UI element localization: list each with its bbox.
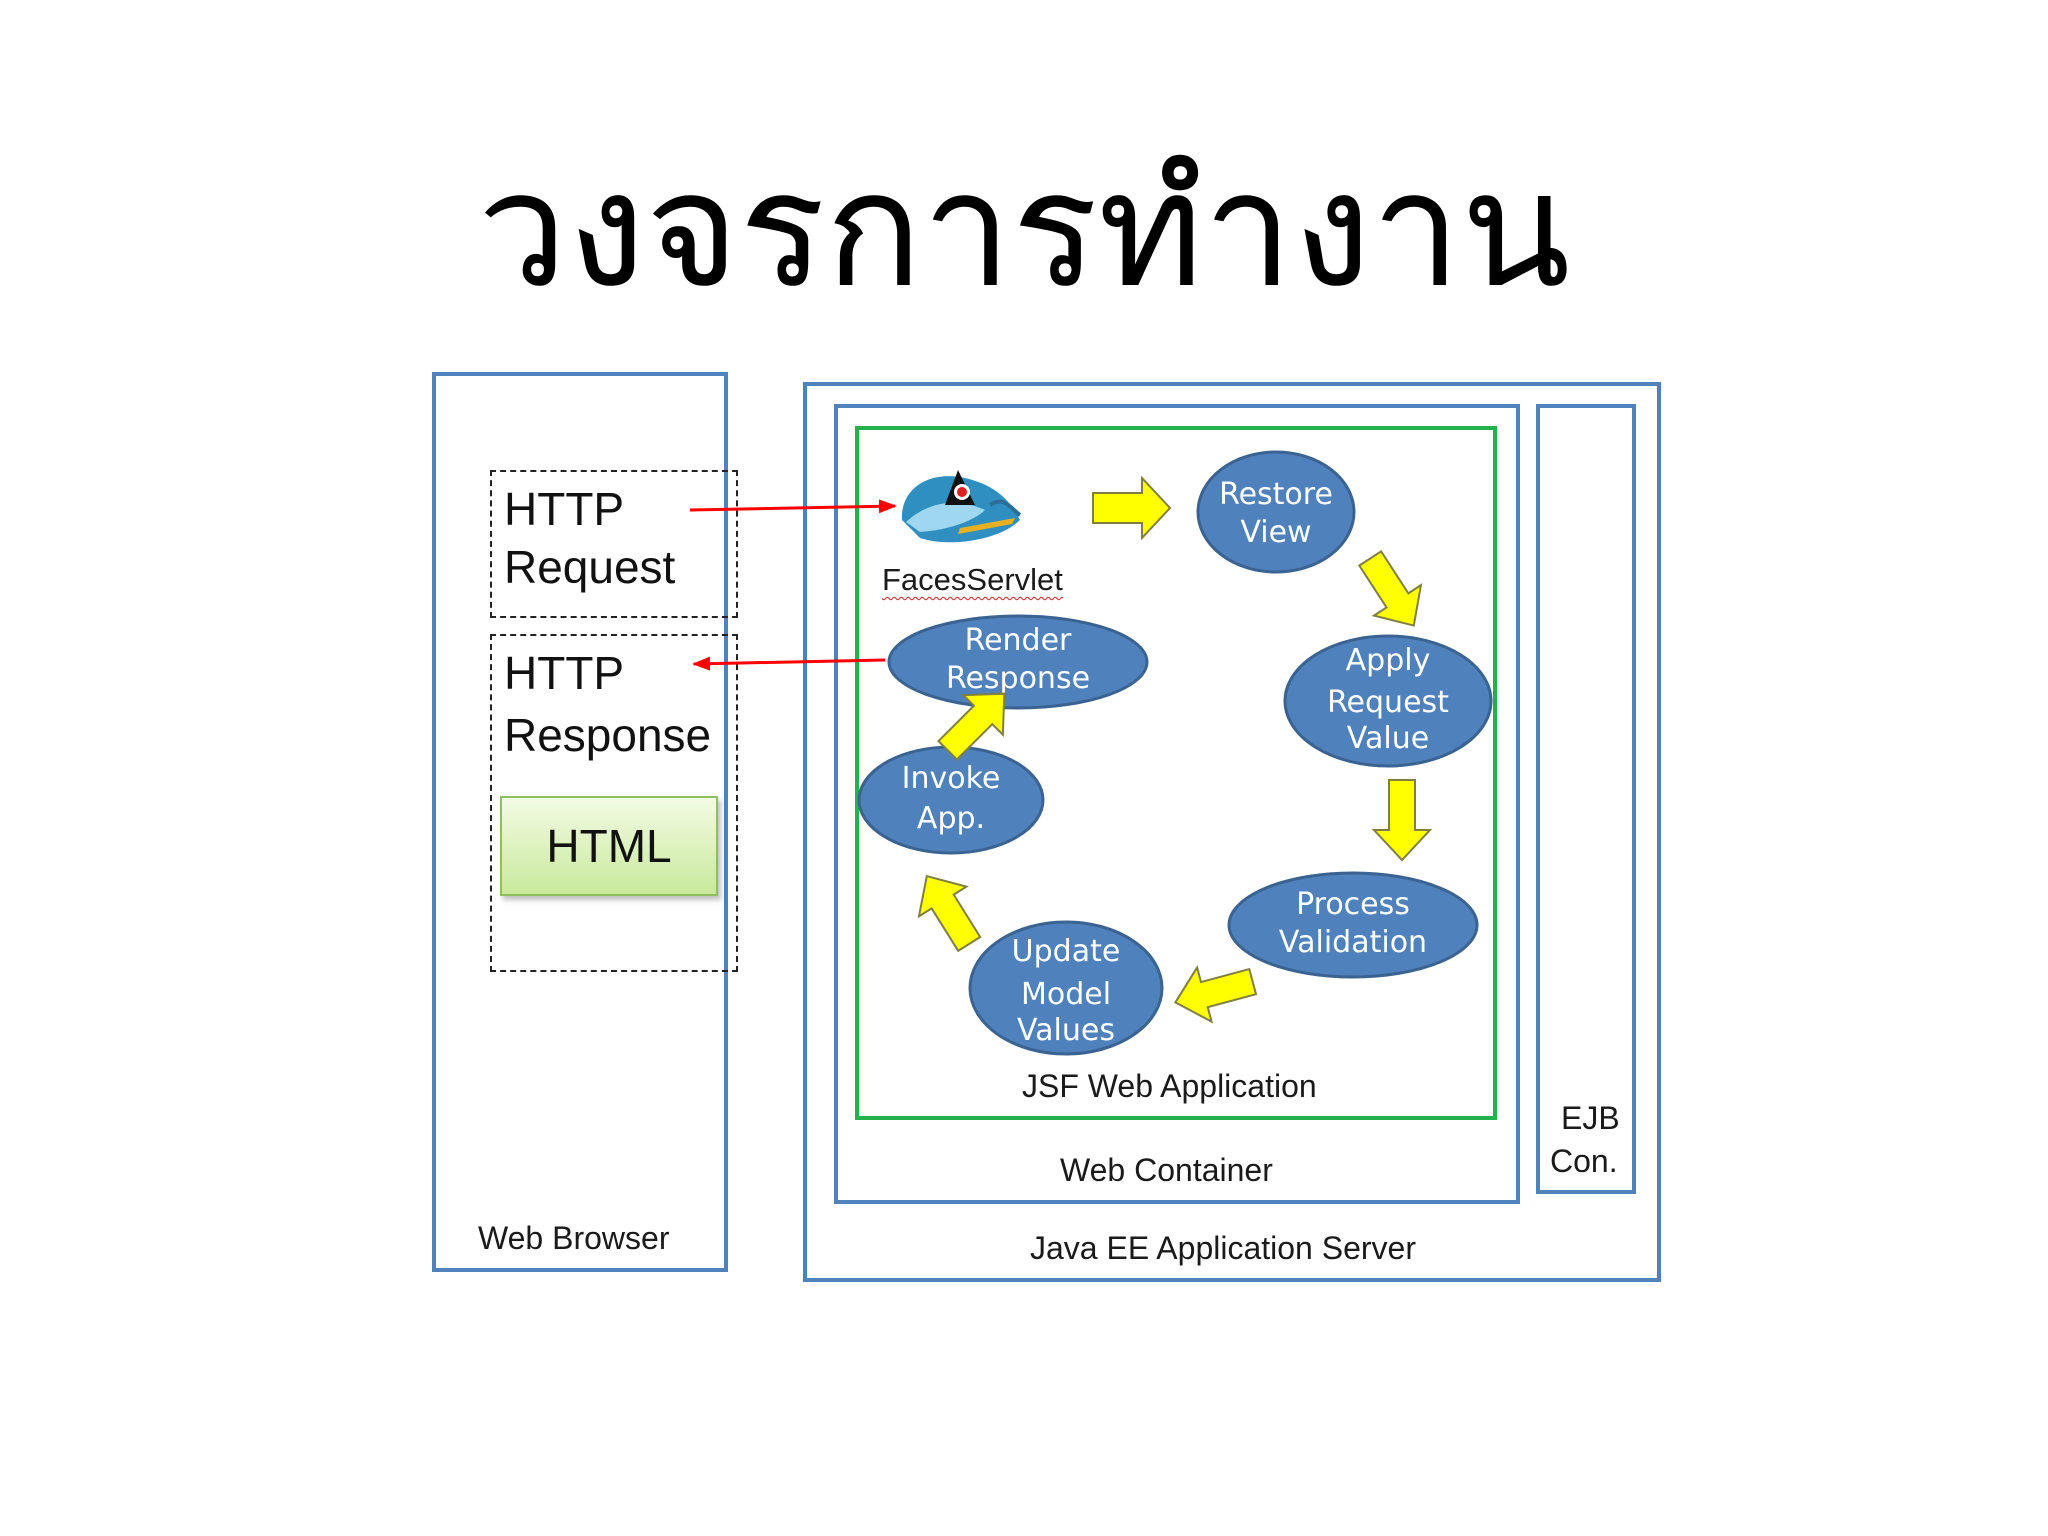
page-title: วงจรการทำงาน: [477, 136, 1571, 323]
faces-servlet-label: FacesServlet: [882, 562, 1063, 597]
phase-apply-line3: Value: [1347, 721, 1429, 756]
phase-process-validation: Process Validation: [1227, 871, 1479, 979]
phase-process-line2: Validation: [1279, 925, 1427, 960]
yellow-arrow-invoke-to-render: [937, 692, 1006, 761]
phase-restore-view: Restore View: [1196, 450, 1356, 574]
phase-apply-request-value: Apply Request Value: [1283, 634, 1493, 768]
ejb-container-box: [1536, 404, 1636, 1194]
http-response-arrow: [692, 656, 886, 671]
phase-process-line1: Process: [1296, 887, 1410, 922]
phase-render-line1: Render: [965, 623, 1072, 658]
web-browser-box: [432, 372, 728, 1272]
http-request-arrow: [689, 499, 897, 514]
yellow-arrow-restore-to-apply: [1357, 549, 1423, 627]
phase-invoke-line1: Invoke: [902, 761, 1001, 796]
http-request-box: [490, 470, 738, 618]
web-browser-label: Web Browser: [478, 1220, 670, 1256]
jsf-app-box: [855, 426, 1497, 1120]
phase-update-line1: Update: [1012, 934, 1121, 969]
phase-apply-line1: Apply: [1346, 643, 1431, 678]
yellow-arrow-process-to-update: [1173, 965, 1258, 1024]
html-box: HTML: [500, 796, 718, 896]
yellow-arrow-update-to-invoke: [917, 874, 982, 953]
phase-update-line2: Model: [1021, 977, 1111, 1012]
duke-mascot-icon: [901, 470, 1022, 543]
http-response-line1: HTTP: [504, 647, 625, 699]
ejb-label-line1: EJB: [1561, 1100, 1620, 1136]
phase-restore-view-line1: Restore: [1219, 477, 1333, 512]
yellow-arrow-apply-to-process: [1371, 779, 1433, 862]
http-request-line1: HTTP: [504, 483, 625, 535]
phase-restore-view-line2: View: [1240, 515, 1311, 550]
phase-invoke-app: Invoke App.: [857, 745, 1045, 855]
http-response-line2: Response: [504, 709, 712, 761]
http-response-box: [490, 634, 738, 972]
phase-apply-line2: Request: [1327, 685, 1449, 720]
phase-update-model-values: Update Model Values: [968, 920, 1164, 1056]
http-request-line2: Request: [504, 541, 676, 593]
java-ee-server-label: Java EE Application Server: [1030, 1230, 1416, 1266]
phase-update-line3: Values: [1017, 1013, 1115, 1048]
web-container-label: Web Container: [1060, 1152, 1273, 1188]
java-ee-server-box: [803, 382, 1661, 1282]
yellow-arrow-servlet-to-restore: [1092, 475, 1172, 541]
phase-invoke-line2: App.: [917, 801, 985, 836]
phase-render-response: Render Response: [887, 614, 1149, 710]
phase-render-line2: Response: [946, 661, 1090, 696]
web-container-box: [834, 404, 1520, 1204]
ejb-label-line2: Con.: [1550, 1143, 1618, 1179]
jsf-app-label: JSF Web Application: [1022, 1068, 1317, 1104]
